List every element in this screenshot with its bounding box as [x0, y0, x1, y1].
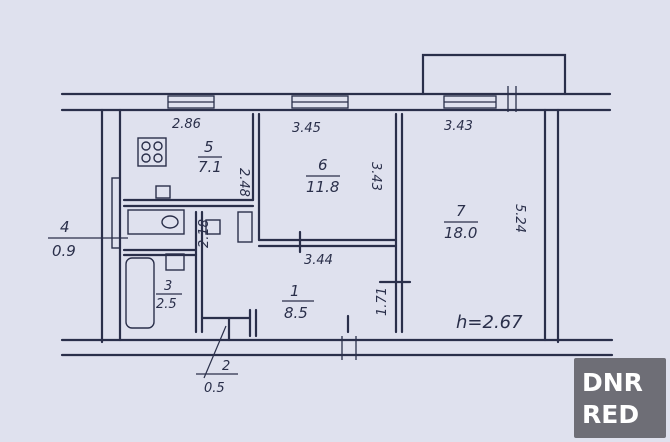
- toilet-number: 4: [60, 218, 70, 236]
- dimension-labels: 2.86 3.45 3.43 2.48 3.43 5.24 3.44 2.18 …: [172, 117, 527, 333]
- room-labels: 5 7.1 6 11.8 7 18.0 1 8.5 3 2.5 4 0.9: [48, 138, 478, 396]
- room7-number: 7: [456, 202, 466, 220]
- stove-icon: [137, 137, 167, 167]
- dim-room7-width: 3.43: [444, 119, 473, 134]
- room-bathroom: 3 2.5: [156, 279, 182, 312]
- kitchen-sink-icon: [155, 185, 171, 199]
- closet-area: 0.5: [204, 381, 225, 396]
- room-closet: 2 0.5: [196, 325, 238, 396]
- dim-hall-depth: 2.18: [197, 219, 212, 248]
- bathroom-area: 2.5: [156, 297, 177, 312]
- dim-hall-wall: 3.44: [304, 253, 333, 268]
- bathroom-number: 3: [164, 279, 172, 294]
- windows: [167, 86, 517, 360]
- watermark-logo: DNR RED: [574, 358, 666, 438]
- room-kitchen: 5 7.1: [198, 138, 222, 176]
- radiator-icon: [237, 211, 253, 243]
- room-kitchen-area: 7.1: [198, 158, 222, 176]
- room-6: 6 11.8: [306, 156, 340, 196]
- fixtures: [111, 137, 253, 329]
- dim-room6-depth: 3.43: [368, 162, 383, 191]
- closet-number: 2: [222, 359, 230, 374]
- room-hall: 1 8.5: [282, 282, 314, 322]
- toilet-area: 0.9: [52, 242, 76, 260]
- washbasin-icon: [127, 209, 185, 235]
- dim-kitchen-width: 2.86: [172, 117, 201, 132]
- riser-icon: [111, 177, 121, 249]
- room-toilet: 4 0.9: [48, 218, 128, 260]
- toilet-icon: [165, 253, 185, 271]
- dim-hall-side: 1.71: [375, 287, 390, 316]
- bathtub-icon: [125, 257, 155, 329]
- dim-room7-depth: 5.24: [512, 204, 527, 233]
- dim-kitchen-depth: 2.48: [236, 168, 251, 197]
- watermark-line1: DNR: [582, 368, 643, 397]
- room6-number: 6: [318, 156, 328, 174]
- room-7: 7 18.0: [444, 202, 478, 242]
- hall-number: 1: [290, 282, 300, 300]
- room6-area: 11.8: [306, 178, 339, 196]
- dim-room6-width: 3.45: [292, 121, 321, 136]
- room7-area: 18.0: [444, 224, 477, 242]
- walls: [60, 53, 614, 357]
- ceiling-height: h=2.67: [456, 312, 523, 333]
- watermark-line2: RED: [582, 400, 639, 429]
- room-kitchen-number: 5: [204, 138, 214, 156]
- hall-area: 8.5: [284, 304, 308, 322]
